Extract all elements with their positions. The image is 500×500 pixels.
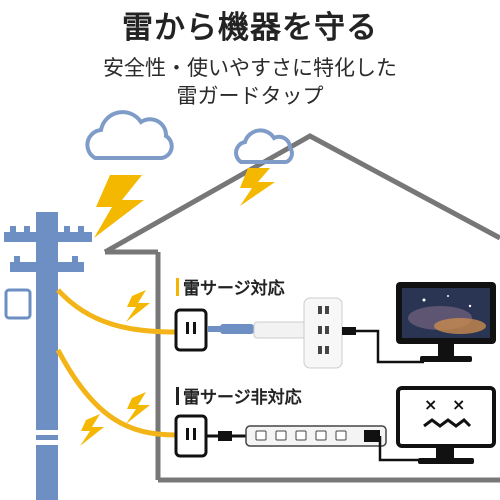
label-accent-bar [176,386,179,405]
lightning-bolt-icon-large [94,175,144,238]
subtitle-line-2: 雷ガードタップ [176,84,324,108]
cable-protected [56,288,177,335]
label-surge-protected-text: 雷サージ対応 [183,279,285,299]
lightning-bolt-icon-mini-2 [126,392,150,424]
strip-plug [218,431,232,441]
subtitle-line-1: 安全性・使いやすさに特化した [103,56,397,80]
power-strip-icon [245,425,387,447]
tv-cable [356,329,424,364]
tv-monitor-icon [396,282,496,362]
cloud-icon-large [85,110,174,160]
utility-pole-icon [4,212,92,500]
broken-monitor-icon: × × [396,386,496,464]
lightning-bolt-icon-mini-3 [80,414,104,446]
svg-text:×: × [452,395,465,414]
label-surge-protected: 雷サージ対応 [176,274,285,299]
page-title: 雷から機器を守る [122,10,378,46]
wall-outlet-icon-bottom [174,414,208,458]
cable-unprotected [55,348,177,438]
surge-tap-icon [208,297,356,369]
label-surge-unprotected: 雷サージ非対応 [176,383,302,408]
lightning-bolt-icon-small [240,168,275,206]
lightning-bolt-icon-mini-1 [126,290,150,322]
monitor-cable [378,436,420,462]
wall-outlet-icon-top [174,308,208,352]
cloud-icon-small [234,128,294,164]
label-accent-bar [176,277,179,296]
label-surge-unprotected-text: 雷サージ非対応 [183,388,302,408]
svg-text:×: × [424,395,437,414]
house-outline [103,133,500,255]
